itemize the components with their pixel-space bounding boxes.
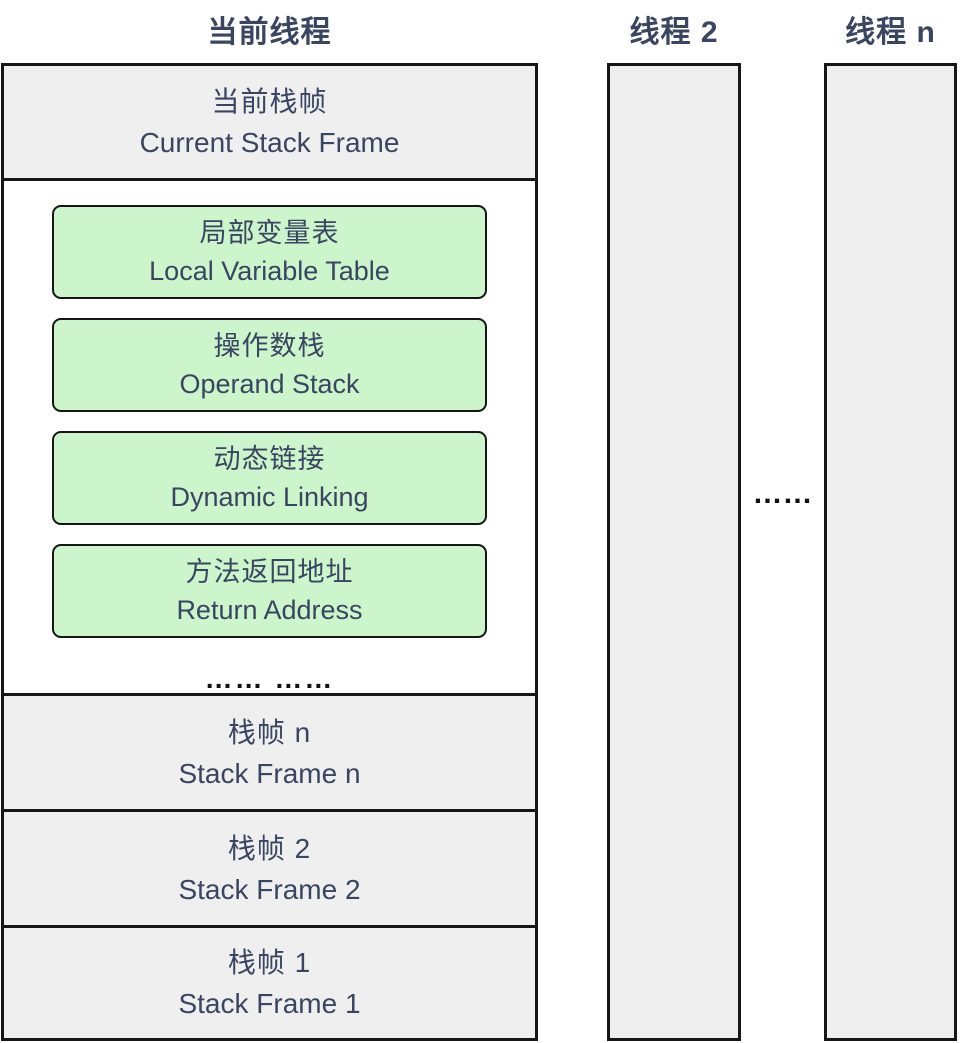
current-thread-stack-column: 当前栈帧 Current Stack Frame 局部变量表 Local Var… — [1, 63, 538, 1041]
stack-frame-n-label-zh: 栈帧 n — [227, 716, 312, 748]
dynamic-linking-box: 动态链接 Dynamic Linking — [52, 431, 487, 525]
current-stack-frame-label-zh: 当前栈帧 — [211, 86, 328, 117]
thread-2-title: 线程 2 — [629, 16, 719, 49]
stack-frame-1-section: 栈帧 1 Stack Frame 1 — [4, 928, 535, 1038]
stack-frame-1-label-en: Stack Frame 1 — [178, 988, 361, 1019]
thread-n-stack-column — [824, 63, 957, 1041]
local-variable-table-label-zh: 局部变量表 — [199, 218, 340, 248]
return-address-box: 方法返回地址 Return Address — [52, 544, 487, 638]
operand-stack-box: 操作数栈 Operand Stack — [52, 318, 487, 412]
dynamic-linking-label-en: Dynamic Linking — [170, 482, 369, 512]
stack-frame-n-label-en: Stack Frame n — [178, 757, 361, 789]
current-stack-frame-header: 当前栈帧 Current Stack Frame — [4, 66, 535, 181]
return-address-label-zh: 方法返回地址 — [185, 557, 354, 587]
operand-stack-label-zh: 操作数栈 — [213, 331, 326, 361]
local-variable-table-box: 局部变量表 Local Variable Table — [52, 205, 487, 299]
stack-frame-2-section: 栈帧 2 Stack Frame 2 — [4, 812, 535, 928]
dynamic-linking-label-zh: 动态链接 — [213, 444, 326, 474]
more-components-ellipsis: …… …… — [204, 663, 335, 694]
thread-2-stack-column — [607, 63, 741, 1041]
more-threads-ellipsis: …… — [752, 477, 813, 510]
return-address-label-en: Return Address — [176, 595, 363, 625]
stack-frame-2-label-zh: 栈帧 2 — [227, 832, 312, 864]
stack-frame-n-section: 栈帧 n Stack Frame n — [4, 696, 535, 812]
current-thread-title: 当前线程 — [207, 16, 332, 49]
local-variable-table-label-en: Local Variable Table — [149, 256, 390, 286]
current-stack-frame-label-en: Current Stack Frame — [139, 127, 400, 158]
current-stack-frame-body: 局部变量表 Local Variable Table 操作数栈 Operand … — [4, 181, 535, 696]
operand-stack-label-en: Operand Stack — [179, 369, 360, 399]
stack-frame-2-label-en: Stack Frame 2 — [178, 873, 361, 905]
thread-n-title: 线程 n — [845, 16, 936, 49]
stack-frame-1-label-zh: 栈帧 1 — [227, 947, 312, 978]
